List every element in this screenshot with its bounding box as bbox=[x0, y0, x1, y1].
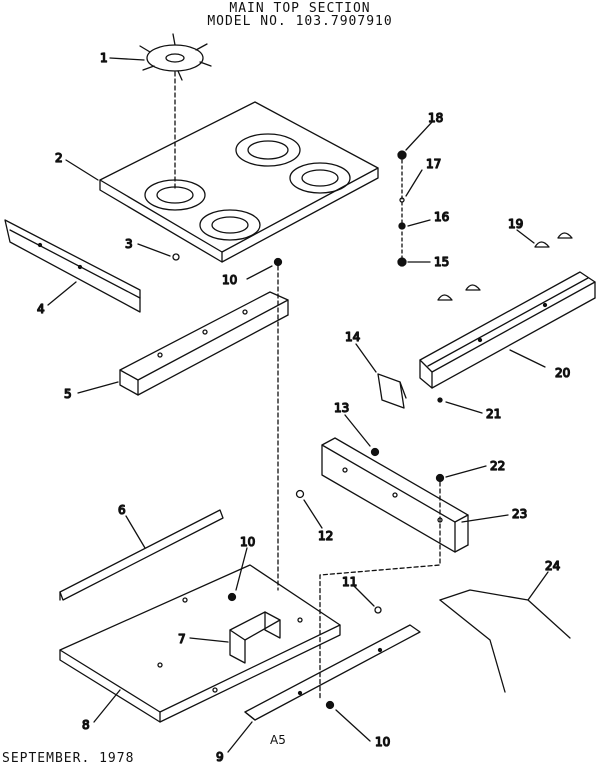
callout-22: 22 bbox=[490, 459, 505, 473]
callout-1: 1 bbox=[100, 51, 108, 65]
callout-7: 7 bbox=[178, 632, 186, 646]
callout-2: 2 bbox=[55, 151, 63, 165]
callout-5: 5 bbox=[64, 387, 72, 401]
callout-23: 23 bbox=[512, 507, 527, 521]
part-7-bracket bbox=[229, 611, 281, 664]
model-number: MODEL NO. 103.7907910 bbox=[207, 14, 393, 29]
part-9-front-strip bbox=[244, 624, 421, 721]
callout-20: 20 bbox=[555, 366, 570, 380]
callout-24: 24 bbox=[545, 559, 560, 573]
part-19-knobs bbox=[437, 232, 573, 301]
hardware-screws bbox=[227, 257, 445, 710]
part-23-manifold-bracket bbox=[321, 437, 469, 553]
diagram-title: MAIN TOP SECTION bbox=[229, 1, 371, 16]
callout-4: 4 bbox=[37, 302, 45, 316]
part-6-angle-strip bbox=[59, 509, 224, 601]
callout-15: 15 bbox=[434, 255, 449, 269]
part-24-wire-rod bbox=[439, 589, 571, 693]
callout-3: 3 bbox=[125, 237, 133, 251]
part-8-burner-box bbox=[59, 564, 341, 723]
part-14-clip bbox=[377, 373, 407, 409]
page-code: A5 bbox=[270, 733, 286, 747]
callout-10-top: 10 bbox=[222, 273, 237, 287]
part-3-screw bbox=[172, 253, 180, 261]
part-20-rear-rail bbox=[419, 271, 596, 389]
callout-labels: 1 2 3 4 5 6 7 8 9 10 10 10 11 12 13 14 1… bbox=[36, 50, 571, 764]
part-4-side-rail bbox=[4, 219, 141, 313]
callout-11: 11 bbox=[342, 575, 357, 589]
callout-6: 6 bbox=[118, 503, 126, 517]
callout-14: 14 bbox=[345, 330, 360, 344]
leader-lines bbox=[47, 57, 549, 753]
callout-16: 16 bbox=[434, 210, 449, 224]
publication-date: SEPTEMBER. 1978 bbox=[2, 751, 135, 766]
callout-13: 13 bbox=[334, 401, 349, 415]
callout-17: 17 bbox=[426, 157, 441, 171]
callout-10-middle: 10 bbox=[240, 535, 255, 549]
part-1-burner-grate bbox=[139, 33, 212, 191]
callout-9: 9 bbox=[216, 750, 224, 764]
callout-18: 18 bbox=[428, 111, 443, 125]
callout-19: 19 bbox=[508, 217, 523, 231]
part-2-main-top bbox=[99, 101, 379, 263]
part-5-front-brace bbox=[119, 291, 289, 396]
callout-12: 12 bbox=[318, 529, 333, 543]
callout-8: 8 bbox=[82, 718, 90, 732]
callout-10-bottom: 10 bbox=[375, 735, 390, 749]
parts-15-18-hardware bbox=[397, 150, 407, 267]
callout-21: 21 bbox=[486, 407, 501, 421]
